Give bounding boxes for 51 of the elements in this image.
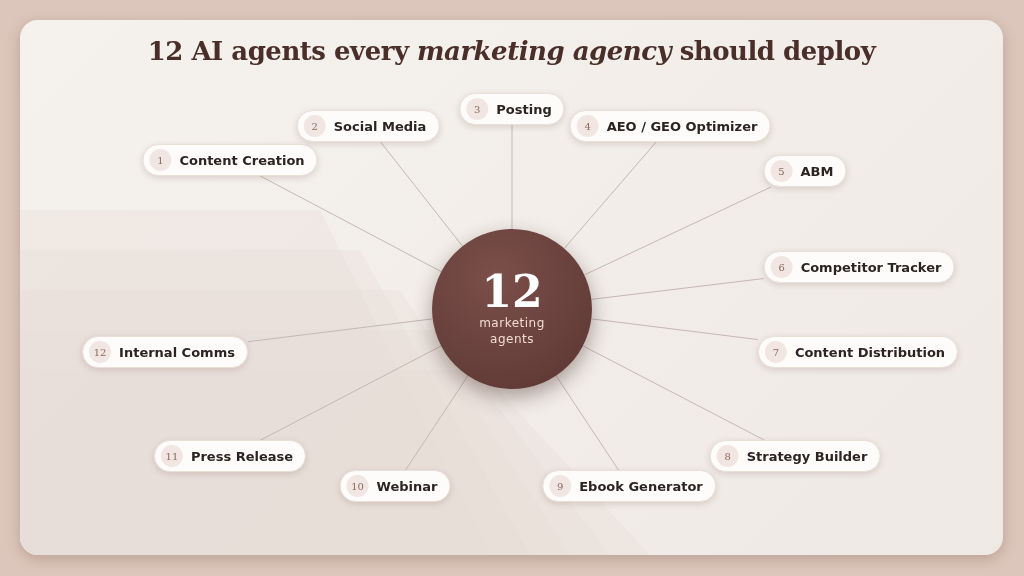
number-badge: 5 [770,160,793,182]
number-badge: 7 [764,341,787,363]
connector-line [405,375,469,471]
agent-pill [763,155,847,187]
hub-label: marketing agents [478,316,546,348]
agent-pill [339,470,451,502]
agent-pill [542,470,716,502]
agent-pill [459,93,565,125]
agent-name: Competitor Tracker [800,259,942,275]
number-badge: 1 [149,149,172,171]
number-badge: 10 [346,475,369,497]
agent-pill [296,110,440,142]
number-badge: 4 [576,115,599,137]
agent-name: AEO / GEO Optimizer [606,118,758,134]
number-badge: 11 [160,445,183,467]
connector-line [260,345,442,441]
number-badge: 8 [716,445,739,467]
agent-name: Ebook Generator [579,478,703,494]
agent-name: Content Creation [179,152,305,168]
agent-name: Content Distribution [794,344,946,360]
number-badge: 6 [770,256,793,278]
connector-line [555,375,619,471]
agent-pill [142,144,318,176]
agent-name: Webinar [376,478,438,494]
connector-line [247,318,434,343]
agent-pill [153,440,307,472]
number-badge: 9 [549,475,572,497]
hub-number: 12 [481,270,543,315]
agent-pill [709,440,881,472]
agent-name: Internal Comms [119,344,235,360]
agent-pill [763,251,955,283]
agent-pill [757,336,959,368]
agent-name: Strategy Builder [746,448,868,464]
connector-line [582,345,765,441]
center-circle [432,229,592,389]
agent-pill [569,110,771,142]
number-badge: 2 [303,115,326,137]
connector-line [259,175,442,273]
connector-line [583,186,772,276]
connector-line [590,278,765,300]
title: 12 AI agents every marketing agency should deploy [146,36,878,66]
connector-line [380,141,464,247]
agent-name: Posting [496,101,552,117]
agent-name: Press Release [190,448,294,464]
number-badge: 3 [466,98,489,120]
connector-line [590,318,759,341]
agent-name: Social Media [333,118,427,134]
agent-name: ABM [800,163,834,179]
agent-pill [82,336,248,368]
connector-line [563,141,657,249]
number-badge: 12 [89,341,112,363]
